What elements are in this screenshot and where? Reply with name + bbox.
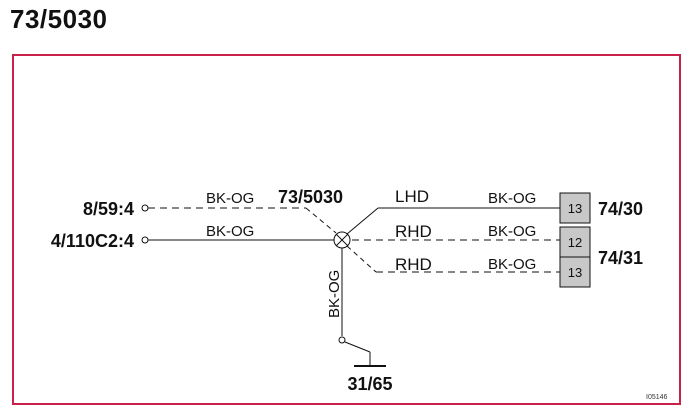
ground-label: 31/65	[347, 374, 392, 394]
pin-number-74-31-12: 12	[568, 235, 582, 250]
terminal-circle-8-59-4	[141, 204, 149, 212]
pin-number-74-31-13: 13	[568, 265, 582, 280]
diagram-frame	[12, 54, 681, 405]
wire-lhd-diag	[346, 207, 379, 235]
wire-color-label-rhd-13: BK-OG	[488, 256, 536, 273]
splice-label: 73/5030	[278, 187, 343, 207]
ground-terminal-circle	[338, 336, 346, 344]
pin-number-74-30-13: 13	[568, 201, 582, 216]
wire-color-label-ground: BK-OG	[326, 270, 343, 318]
wire-color-label-lhd: BK-OG	[488, 190, 536, 207]
ground-lead	[344, 341, 371, 353]
connector-label-74-31: 74/31	[598, 248, 643, 268]
page-title: 73/5030	[10, 4, 108, 34]
terminal-label-4-110c2-4: 4/110C2:4	[51, 231, 134, 251]
wire-rhd-13-diag	[346, 245, 377, 273]
terminal-label-8-59-4: 8/59:4	[83, 199, 134, 219]
terminal-circle-4-110c2-4	[141, 236, 149, 244]
wire-8-59-4-diag	[305, 207, 337, 234]
variant-label-rhd-12: RHD	[395, 222, 432, 241]
variant-label-rhd-13: RHD	[395, 255, 432, 274]
connector-74-30-pin-box	[559, 192, 591, 224]
wire-color-label-4-110c2-4: BK-OG	[206, 223, 254, 240]
connector-74-31-pin-13-box	[559, 256, 591, 288]
wire-color-label-rhd-12: BK-OG	[488, 223, 536, 240]
variant-label-lhd: LHD	[395, 187, 429, 206]
wire-color-label-8-59-4: BK-OG	[206, 190, 254, 207]
splice-cross-b	[335, 233, 349, 247]
connector-label-74-30: 74/30	[598, 199, 643, 219]
figure-id: I05146	[646, 394, 668, 401]
